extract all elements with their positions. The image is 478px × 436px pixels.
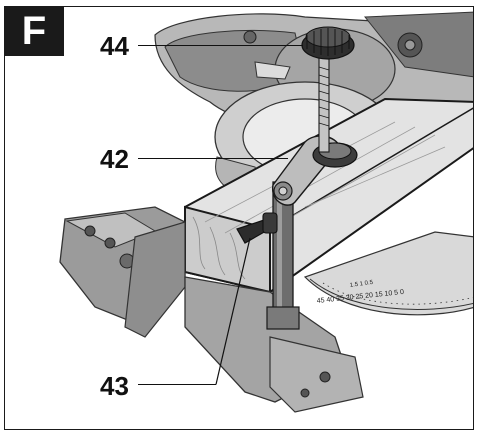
callout-44: 44 — [100, 31, 129, 61]
clamp-post — [266, 181, 300, 330]
callout-42: 42 — [100, 144, 129, 174]
spindle-knob — [301, 26, 355, 153]
lock-lever — [236, 212, 278, 244]
callout-43: 43 — [100, 371, 129, 401]
leader-line-42 — [138, 158, 288, 159]
saw-illustration: 45 40 35 30 25 20 15 10 5 01.5 1 0.5 — [59, 11, 473, 413]
leader-line-43 — [138, 384, 216, 385]
figure-label: F — [4, 6, 64, 56]
angle-scale-top: 1.5 1 0.5 — [349, 280, 374, 289]
turntable — [303, 231, 473, 316]
leader-line-44 — [138, 45, 303, 46]
